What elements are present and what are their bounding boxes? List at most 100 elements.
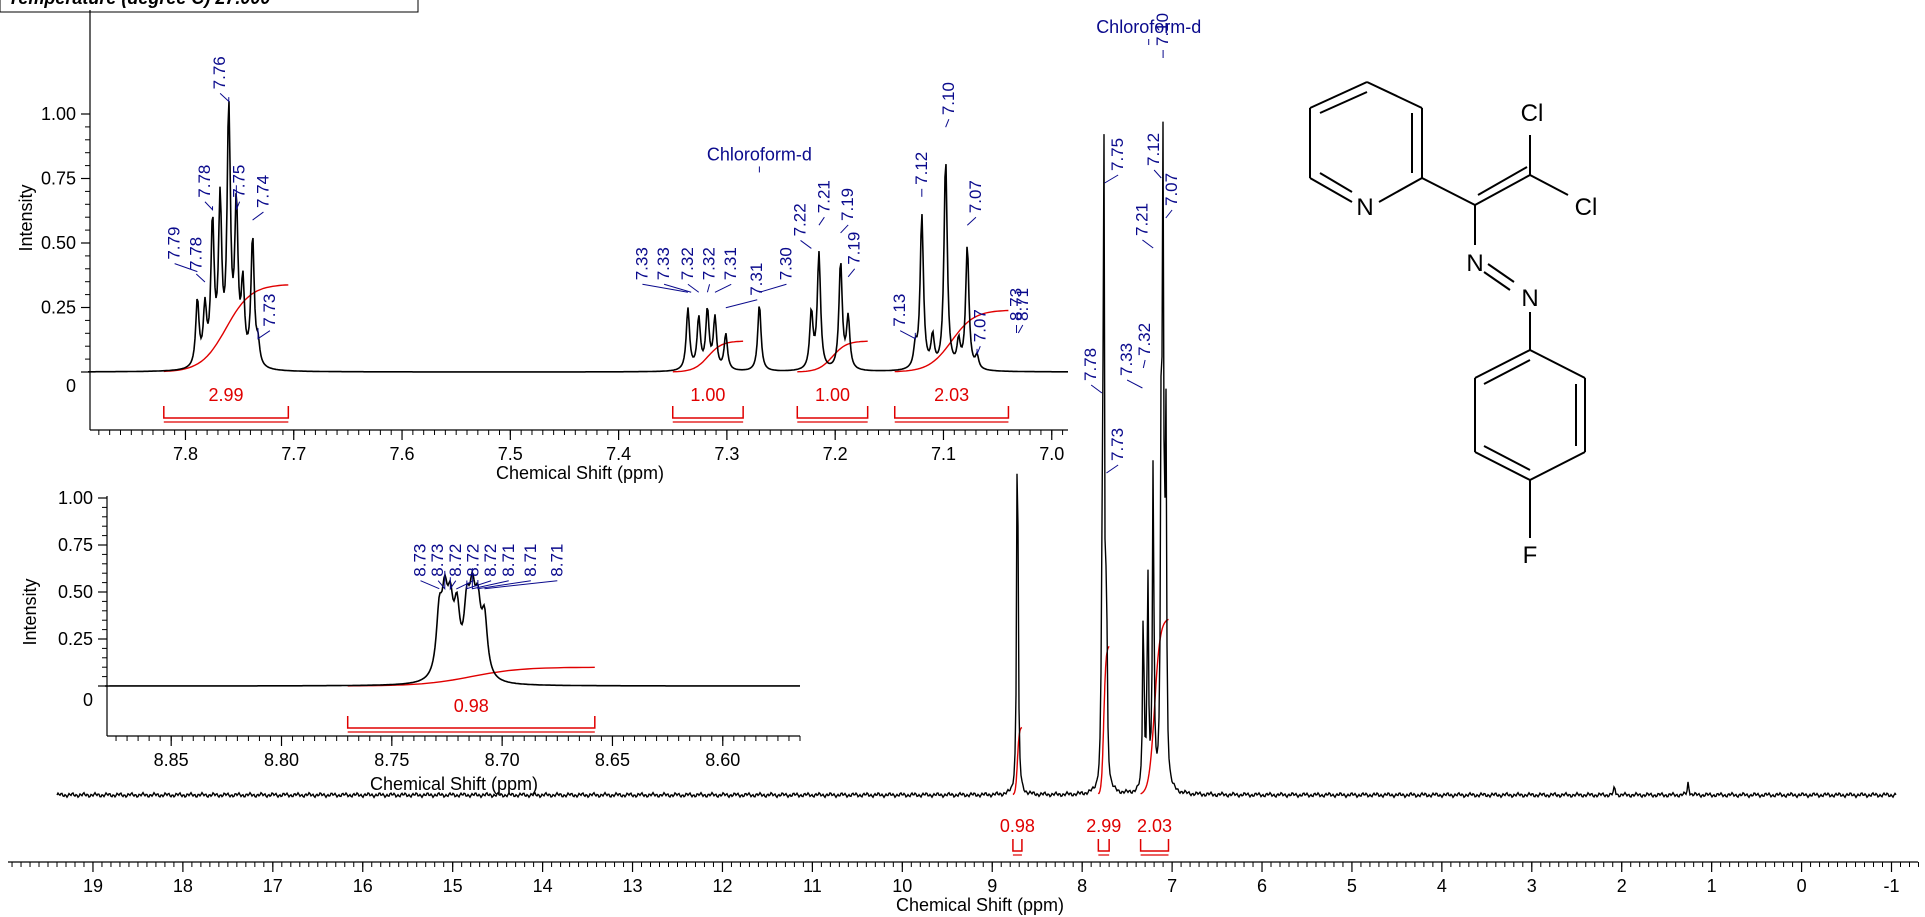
x-tick-label: 7.8: [173, 444, 198, 464]
header-box: Temperature (degree C) 27.000: [0, 0, 419, 13]
peak-label: 7.31: [721, 247, 740, 280]
peak-label: 7.32: [1135, 323, 1154, 356]
integral-value: 2.99: [209, 385, 244, 405]
atom-n-azo-1: N: [1466, 250, 1483, 277]
x-tick-label: 12: [712, 876, 732, 896]
peak-label-leader: [456, 580, 474, 590]
aromatic-inset-x-axis-title: Chemical Shift (ppm): [496, 463, 664, 483]
peak-label: 8.71: [499, 544, 518, 577]
peak-label: 8.72: [481, 544, 500, 577]
x-tick-label: 9: [987, 876, 997, 896]
peak-label: 7.07: [1162, 173, 1181, 206]
x-tick-label: 15: [443, 876, 463, 896]
peak-label: 7.78: [186, 237, 205, 270]
peak-label-leader: [725, 299, 758, 309]
downfield-inset-x-axis-title: Chemical Shift (ppm): [370, 774, 538, 794]
peak-label-leader: [1104, 174, 1119, 184]
peak-label-leader: [687, 283, 700, 293]
integral-value: 0.98: [454, 696, 489, 716]
integral-value: 1.00: [690, 385, 725, 405]
peak-label-leader: [484, 580, 558, 590]
peak-label: 7.32: [678, 247, 697, 280]
y-tick-label: 0.25: [58, 629, 93, 649]
peak-label-leader: [899, 330, 916, 340]
peak-label: 7.33: [1117, 343, 1136, 376]
peak-label-leader: [1165, 209, 1173, 219]
peak-label: 7.74: [253, 175, 272, 208]
main-x-axis-title: Chemical Shift (ppm): [896, 895, 1064, 915]
x-tick-label: 13: [623, 876, 643, 896]
x-tick-label: 6: [1257, 876, 1267, 896]
peak-label: 7.21: [814, 180, 833, 213]
x-tick-label: 1: [1707, 876, 1717, 896]
integral-value: 2.03: [1137, 816, 1172, 836]
peak-label-leader: [252, 211, 264, 221]
peak-label-leader: [471, 568, 509, 590]
main-spectrum-plot: 0.982.992.03 8.738.717.767.757.787.737.3…: [8, 13, 1919, 915]
atom-n-azo-2: N: [1521, 285, 1538, 312]
integral-bracket: [163, 406, 290, 419]
integral-value: 2.99: [1086, 816, 1121, 836]
x-tick-label: 17: [263, 876, 283, 896]
main-peak-labels: 8.738.717.767.757.787.737.337.327.217.12…: [1007, 13, 1201, 474]
y-tick-label: 1.00: [58, 488, 93, 508]
y-tick-label: 0.50: [41, 233, 76, 253]
peak-label: 8.71: [547, 544, 566, 577]
peak-label-leader: [818, 216, 825, 226]
peak-label: 7.78: [195, 165, 214, 198]
peak-label: 8.71: [521, 544, 540, 577]
peak-label: 7.21: [1132, 203, 1151, 236]
peak-label: 7.19: [845, 232, 864, 265]
molecule-structure-diagram: [1309, 81, 1586, 538]
downfield-inset-integrals: 0.98: [346, 666, 596, 733]
peak-label: 7.30: [776, 247, 795, 280]
peak-label-leader: [1106, 464, 1119, 474]
peak-label: 7.19: [838, 188, 857, 221]
solvent-peak-label: Chloroform-d: [707, 144, 812, 164]
x-tick-label: 7.5: [498, 444, 523, 464]
peak-label-leader: [235, 185, 241, 210]
aromatic-inset-trace: [88, 101, 1068, 373]
integral-bracket: [1012, 839, 1023, 852]
peak-label: 7.73: [260, 294, 279, 327]
peak-label-leader: [1126, 379, 1143, 389]
x-tick-label: 19: [83, 876, 103, 896]
peak-label: 8.72: [446, 544, 465, 577]
x-tick-label: 7: [1167, 876, 1177, 896]
integral-curve: [163, 284, 289, 373]
x-tick-label: 8: [1077, 876, 1087, 896]
x-tick-label: 11: [803, 876, 822, 896]
molecule-atom-labels: Cl Cl N N N F: [1356, 100, 1597, 569]
x-tick-label: 7.4: [606, 444, 631, 464]
x-tick-label: 7.7: [281, 444, 306, 464]
x-tick-label: 16: [353, 876, 373, 896]
peak-label-leader: [1142, 359, 1146, 369]
aromatic-inset-y-axis-title: Intensity: [16, 184, 36, 251]
integral-bracket: [796, 406, 869, 419]
peak-label-leader: [847, 268, 856, 278]
downfield-inset-y-axis-title: Intensity: [20, 578, 40, 645]
peak-label-leader: [976, 346, 981, 355]
peak-label-leader: [257, 328, 271, 340]
integral-curve: [672, 340, 744, 373]
peak-label-leader: [945, 118, 950, 128]
x-tick-label: 8.80: [264, 750, 299, 770]
peak-label: 7.76: [210, 56, 229, 89]
peak-label: 7.33: [654, 247, 673, 280]
x-tick-label: 14: [533, 876, 553, 896]
peak-label-leader: [174, 263, 198, 273]
peak-label: 7.07: [970, 309, 989, 342]
x-tick-label: 7.1: [931, 444, 956, 464]
peak-label-leader: [219, 92, 230, 103]
x-tick-label: 8.65: [595, 750, 630, 770]
integral-curve: [797, 340, 868, 373]
peak-label: 8.73: [411, 544, 430, 577]
peak-label-leader: [437, 570, 446, 591]
peak-label-leader: [204, 201, 214, 211]
peak-label-leader: [466, 580, 492, 590]
